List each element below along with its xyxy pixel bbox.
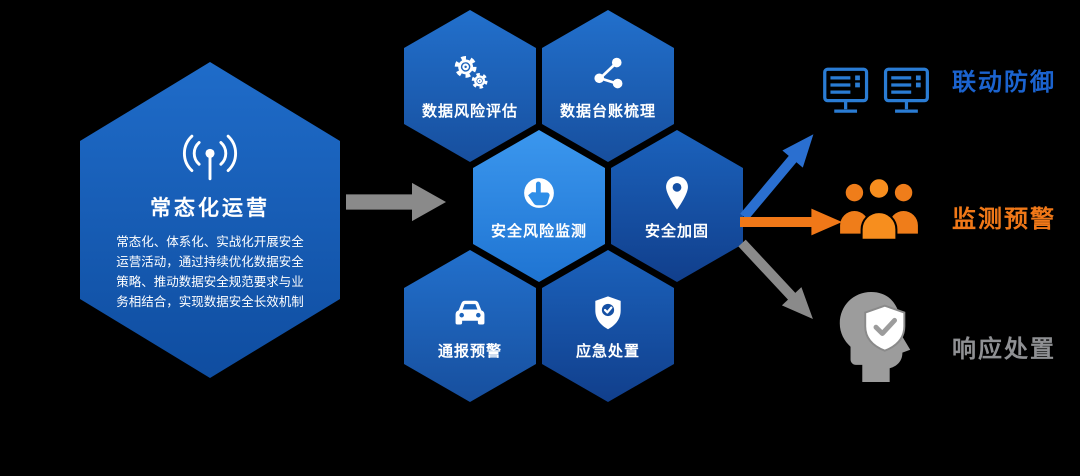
arrow-to-monitoring-warning [740,208,842,236]
location-pin-icon [666,175,688,210]
main-hexagon-description: 常态化、体系化、实战化开展安全运营活动，通过持续优化数据安全策略、推动数据安全规… [116,234,304,310]
hexagon-security-hardening: 安全加固 [611,130,743,282]
hexagon-risk-monitoring: 安全风险监测 [473,130,605,282]
head-shield-icon [839,292,911,382]
hexagon-emergency-response: 应急处置 [542,250,674,402]
servers-icon [823,67,929,113]
hexagon-label: 安全加固 [644,222,709,240]
hexagon-label: 应急处置 [575,342,640,360]
hexagon-data-risk-assessment: 数据风险评估 [404,10,536,162]
output-label-linked-defense: 联动防御 [952,69,1056,96]
people-group-icon [840,177,918,241]
share-network-icon [594,57,623,88]
gears-icon [454,55,488,89]
output-label-response-handling: 响应处置 [952,336,1056,363]
broadcast-icon [182,134,238,180]
hexagon-label: 通报预警 [437,342,502,360]
main-hexagon-title: 常态化运营 [150,196,270,220]
car-icon [455,300,485,325]
hexagon-label: 数据风险评估 [421,102,518,120]
hexagon-data-ledger: 数据台账梳理 [542,10,674,162]
main-hexagon: 常态化运营 常态化、体系化、实战化开展安全运营活动，通过持续优化数据安全策略、推… [80,62,340,378]
arrow-to-linked-defense [740,134,814,221]
shield-check-icon [595,295,621,329]
hexagon-label: 数据台账梳理 [559,102,656,120]
hexagon-notification-warning: 通报预警 [404,250,536,402]
hand-click-icon [524,177,554,208]
arrow-to-response-handling [738,239,813,320]
output-label-monitoring-warning: 监测预警 [952,206,1056,233]
hexagon-label: 安全风险监测 [490,222,587,240]
flow-arrow-main [346,182,446,222]
